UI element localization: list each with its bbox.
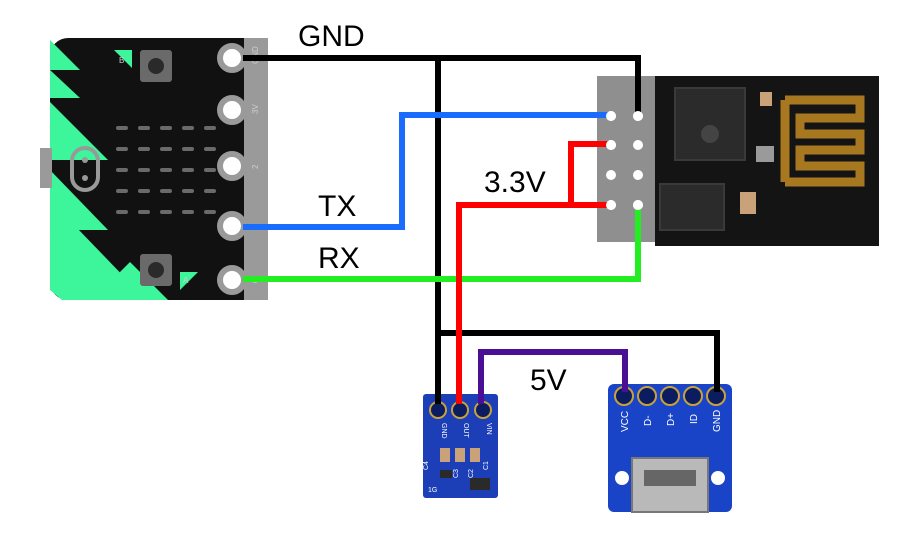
- tx-label: TX: [318, 190, 356, 223]
- svg-text:D-: D-: [643, 415, 654, 426]
- svg-text:D+: D+: [666, 413, 677, 426]
- edge-pin-3v: 3V: [217, 95, 260, 125]
- svg-text:GND: GND: [440, 423, 447, 439]
- led: [182, 210, 194, 214]
- button-a-label: A: [183, 276, 189, 285]
- led: [160, 147, 172, 151]
- led: [204, 168, 216, 172]
- tx-wire: [243, 112, 611, 230]
- v5-label: 5V: [530, 364, 567, 397]
- gnd-label: GND: [298, 20, 365, 53]
- micro-usb-port-icon: [631, 457, 709, 513]
- svg-text:C1: C1: [483, 461, 490, 470]
- edge-pins: GND 3V 2 1 0: [217, 43, 260, 295]
- led: [138, 168, 150, 172]
- led: [138, 210, 150, 214]
- svg-text:VCC: VCC: [620, 411, 631, 432]
- led: [116, 168, 128, 172]
- led: [182, 147, 194, 151]
- svg-text:3V: 3V: [251, 104, 260, 114]
- led: [204, 126, 216, 130]
- svg-text:VIN: VIN: [485, 423, 492, 435]
- v5-wire: [478, 349, 628, 404]
- led: [182, 126, 194, 130]
- voltage-regulator-board: GND OUT VIN C4 C3 C2 C1 1G: [423, 394, 498, 498]
- svg-text:C2: C2: [468, 469, 475, 478]
- led: [204, 147, 216, 151]
- edge-pin-2: 2: [217, 151, 260, 181]
- led: [160, 210, 172, 214]
- rx-label: RX: [318, 242, 360, 275]
- v33-label: 3.3V: [484, 166, 546, 199]
- microbit-board: B A GND 3V 2 1: [40, 38, 268, 300]
- led: [116, 147, 128, 151]
- led: [116, 126, 128, 130]
- svg-text:C4: C4: [423, 461, 430, 470]
- led: [160, 168, 172, 172]
- led: [182, 189, 194, 193]
- svg-text:GND: GND: [712, 410, 723, 432]
- led: [204, 210, 216, 214]
- usb-breakout-board: VCC D- D+ ID GND: [608, 384, 732, 513]
- v33-wires: [456, 141, 611, 404]
- led: [138, 126, 150, 130]
- led: [160, 126, 172, 130]
- led: [182, 168, 194, 172]
- svg-text:C3: C3: [453, 469, 460, 478]
- led: [138, 189, 150, 193]
- button-b-label: B: [119, 56, 124, 65]
- svg-text:OUT: OUT: [462, 423, 469, 439]
- button-b: B: [114, 50, 172, 82]
- led: [160, 189, 172, 193]
- rx-wire: [243, 205, 641, 282]
- svg-text:2: 2: [251, 164, 260, 169]
- svg-text:1G: 1G: [428, 487, 437, 494]
- led: [204, 189, 216, 193]
- svg-text:ID: ID: [689, 414, 700, 424]
- led: [138, 147, 150, 151]
- led: [116, 189, 128, 193]
- led: [116, 210, 128, 214]
- led-matrix: [116, 126, 216, 214]
- button-a: A: [140, 254, 198, 290]
